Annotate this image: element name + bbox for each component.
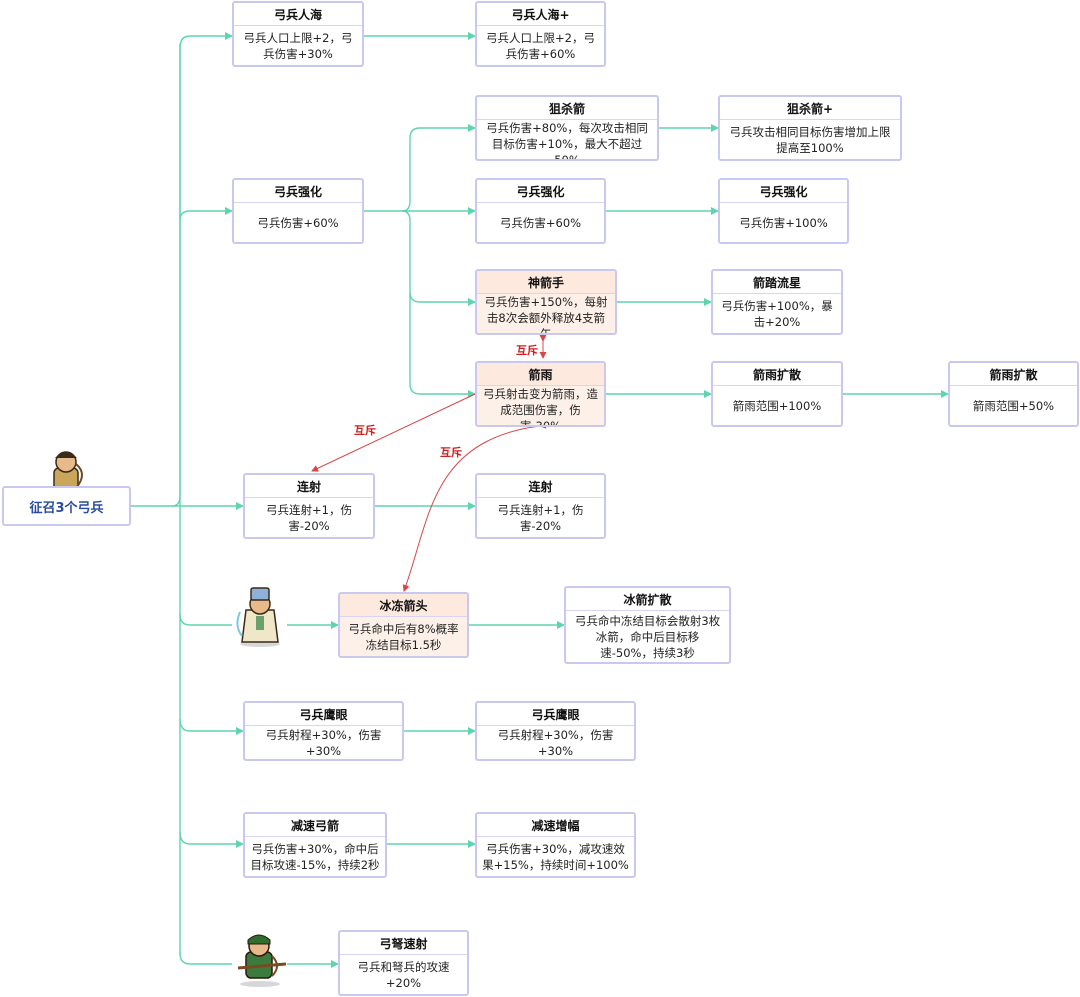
node-ice-arrow-spread[interactable]: 冰箭扩散 弓兵命中冻结目标会散射3枚冰箭，命中后目标移速-50%，持续3秒 [564, 586, 731, 664]
node-eagle-eye-2[interactable]: 弓兵鹰眼 弓兵射程+30%，伤害+30% [475, 701, 636, 761]
edge-root-to-portrait3 [179, 952, 232, 965]
node-desc: 弓兵和弩兵的攻速+20% [357, 959, 450, 990]
node-title: 神箭手 [477, 271, 615, 294]
node-title: 弓兵人海+ [477, 3, 604, 26]
node-title: 箭雨 [477, 363, 604, 386]
node-crossbow-rapid-fire[interactable]: 弓弩速射 弓兵和弩兵的攻速+20% [338, 930, 469, 996]
node-desc: 弓兵伤害+30%，命中后目标攻速-15%，持续2秒 [250, 841, 380, 872]
node-frost-arrow[interactable]: 冰冻箭头 弓兵命中后有8%概率冻结目标1.5秒 [338, 592, 469, 658]
node-desc: 弓兵伤害+100% [739, 215, 828, 230]
edge-root-to-portrait2 [179, 613, 232, 626]
node-meteor-arrow[interactable]: 箭踏流星 弓兵伤害+100%，暴击+20% [711, 269, 843, 335]
node-slowing-arrow[interactable]: 减速弓箭 弓兵伤害+30%，命中后目标攻速-15%，持续2秒 [243, 812, 387, 878]
node-archer-horde-plus[interactable]: 弓兵人海+ 弓兵人口上限+2，弓兵伤害+60% [475, 1, 606, 67]
node-desc: 弓兵命中冻结目标会散射3枚冰箭，命中后目标移速-50%，持续3秒 [574, 613, 721, 660]
node-desc: 弓兵伤害+60% [499, 215, 582, 230]
node-archer-boost-3[interactable]: 弓兵强化 弓兵伤害+100% [718, 178, 849, 244]
node-multishot-1[interactable]: 连射 弓兵连射+1，伤害-20% [243, 473, 375, 539]
conflict-label-rain-frost: 互斥 [440, 446, 462, 459]
node-sniper-arrow[interactable]: 狙杀箭 弓兵伤害+80%，每次攻击相同目标伤害+10%，最大不超过50% [475, 95, 659, 161]
node-title: 狙杀箭 [477, 97, 657, 120]
node-desc: 弓兵人口上限+2，弓兵伤害+30% [243, 30, 353, 61]
node-sniper-arrow-plus[interactable]: 狙杀箭+ 弓兵攻击相同目标伤害增加上限提高至100% [718, 95, 902, 161]
node-eagle-eye-1[interactable]: 弓兵鹰眼 弓兵射程+30%，伤害+30% [243, 701, 404, 761]
node-title: 箭雨扩散 [713, 363, 841, 386]
node-desc: 弓兵连射+1，伤害-20% [497, 502, 584, 533]
node-title: 箭踏流星 [713, 271, 841, 294]
conflict-label-marksman-rain: 互斥 [516, 344, 538, 357]
ice-archer-icon [236, 587, 280, 647]
node-title: 冰箭扩散 [566, 588, 729, 611]
node-title: 弓兵强化 [477, 180, 604, 203]
node-desc: 弓兵命中后有8%概率冻结目标1.5秒 [348, 621, 459, 652]
node-desc: 弓兵人口上限+2，弓兵伤害+60% [486, 30, 595, 61]
edge-n3-to-n8 [401, 210, 476, 306]
node-archer-boost-2[interactable]: 弓兵强化 弓兵伤害+60% [475, 178, 606, 244]
node-desc: 弓兵射程+30%，伤害+30% [265, 727, 382, 758]
edge-n3-to-n4 [401, 124, 476, 212]
edge-n3-to-n10 [409, 292, 476, 398]
edge-root-to-n17 [179, 718, 244, 735]
node-desc: 弓兵伤害+100%，暴击+20% [721, 298, 833, 329]
node-archer-boost-1[interactable]: 弓兵强化 弓兵伤害+60% [232, 178, 364, 244]
node-title: 减速增幅 [477, 814, 634, 837]
node-title: 连射 [477, 475, 604, 498]
node-title: 狙杀箭+ [720, 97, 900, 120]
conflict-edge-n10-n13 [311, 388, 482, 472]
root-label: 征召3个弓兵 [29, 500, 104, 516]
node-desc: 弓兵伤害+30%，减攻速效果+15%，持续时间+100% [482, 841, 629, 872]
node-title: 弓兵强化 [720, 180, 847, 203]
edge-root-to-n1 [171, 32, 233, 507]
node-desc: 弓兵伤害+150%，每射击8次会额外释放4支箭矢 [484, 295, 608, 335]
node-title: 减速弓箭 [245, 814, 385, 837]
node-title: 弓兵鹰眼 [245, 703, 402, 726]
node-title: 冰冻箭头 [340, 594, 467, 617]
node-slow-amplify[interactable]: 减速增幅 弓兵伤害+30%，减攻速效果+15%，持续时间+100% [475, 812, 636, 878]
node-title: 弓兵强化 [234, 180, 362, 203]
node-title: 弓兵人海 [234, 3, 362, 26]
node-desc: 弓兵射程+30%，伤害+30% [497, 727, 614, 758]
edge-root-to-n19 [179, 831, 244, 848]
root-node[interactable]: 征召3个弓兵 [2, 486, 131, 526]
node-desc: 弓兵伤害+80%，每次攻击相同目标伤害+10%，最大不超过50% [486, 121, 648, 161]
node-desc: 弓兵攻击相同目标伤害增加上限提高至100% [729, 124, 891, 155]
node-archer-horde[interactable]: 弓兵人海 弓兵人口上限+2，弓兵伤害+30% [232, 1, 364, 67]
node-desc: 弓兵射击变为箭雨，造成范围伤害，伤害-30% [483, 387, 598, 427]
node-multishot-2[interactable]: 连射 弓兵连射+1，伤害-20% [475, 473, 606, 539]
node-title: 弓弩速射 [340, 932, 467, 955]
node-title: 连射 [245, 475, 373, 498]
node-title: 弓兵鹰眼 [477, 703, 634, 726]
conflict-edge-n10-n15 [402, 421, 547, 592]
node-arrow-rain-spread-2[interactable]: 箭雨扩散 箭雨范围+50% [948, 361, 1079, 427]
node-arrow-rain-spread-1[interactable]: 箭雨扩散 箭雨范围+100% [711, 361, 843, 427]
node-desc: 弓兵伤害+60% [257, 215, 339, 230]
node-desc: 箭雨范围+50% [972, 398, 1055, 413]
conflict-label-rain-multishot: 互斥 [354, 424, 376, 437]
node-arrow-rain[interactable]: 箭雨 弓兵射击变为箭雨，造成范围伤害，伤害-30% [475, 361, 606, 427]
crossbow-soldier-icon [237, 934, 287, 987]
node-title: 箭雨扩散 [950, 363, 1077, 386]
edge-root-to-n3 [179, 207, 233, 221]
node-desc: 弓兵连射+1，伤害-20% [266, 502, 352, 533]
node-desc: 箭雨范围+100% [732, 398, 822, 413]
node-marksman[interactable]: 神箭手 弓兵伤害+150%，每射击8次会额外释放4支箭矢 [475, 269, 617, 335]
